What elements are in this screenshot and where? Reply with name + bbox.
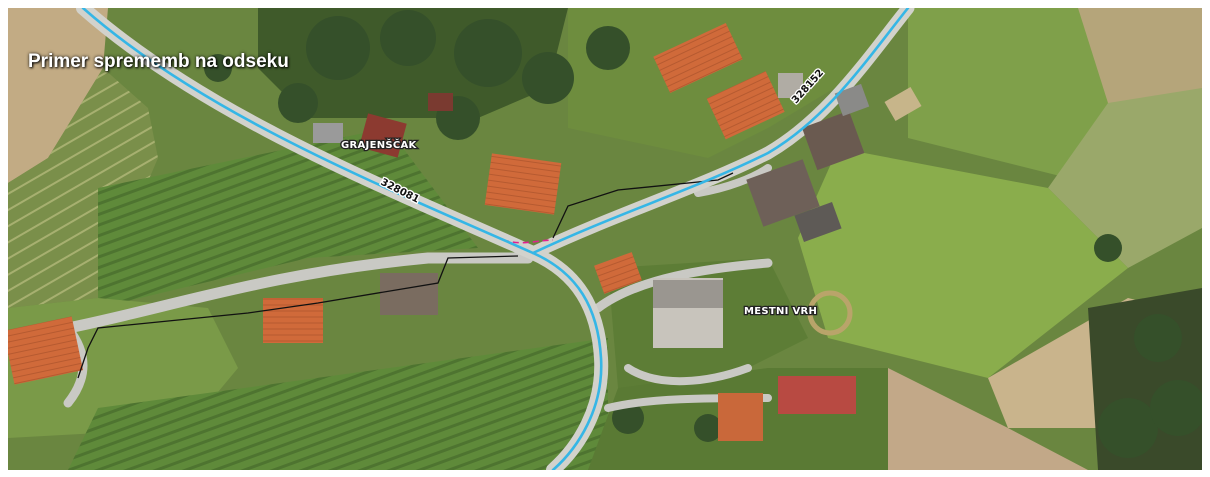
sand-patch	[884, 86, 922, 122]
building-roof	[718, 393, 763, 441]
building-roof	[380, 273, 438, 315]
building-roof	[8, 316, 84, 385]
building-roof	[794, 202, 842, 242]
place-label-grajenscak: GRAJENŠČAK	[341, 138, 418, 151]
building-roof	[313, 123, 343, 143]
parcel-boundary	[77, 172, 734, 379]
orthophoto-map[interactable]: GRAJENŠČAK MESTNI VRH 328081 328152 Prim…	[8, 8, 1202, 470]
building-roof	[746, 159, 820, 227]
place-label-mestni-vrh: MESTNI VRH	[744, 306, 817, 317]
building-roof	[359, 113, 407, 158]
road-centerline	[81, 8, 910, 470]
building-roof	[706, 71, 785, 140]
building-roof	[801, 110, 865, 171]
map-title: Primer sprememb na odseku	[28, 51, 289, 72]
roundabout-feature	[807, 290, 853, 336]
map-canvas: GRAJENŠČAK MESTNI VRH 328081 328152	[8, 8, 1202, 470]
building-roof	[778, 376, 856, 414]
tree-clusters	[204, 10, 1202, 458]
building-roof	[653, 280, 723, 308]
building-roof	[428, 93, 453, 111]
secondary-roads	[62, 164, 773, 412]
building-roof	[778, 73, 803, 98]
building-roof	[594, 252, 642, 294]
building-roof	[653, 22, 743, 94]
building-roof	[263, 298, 323, 343]
building-roof	[484, 153, 562, 215]
buildings	[8, 22, 922, 441]
building-roof	[834, 83, 870, 117]
